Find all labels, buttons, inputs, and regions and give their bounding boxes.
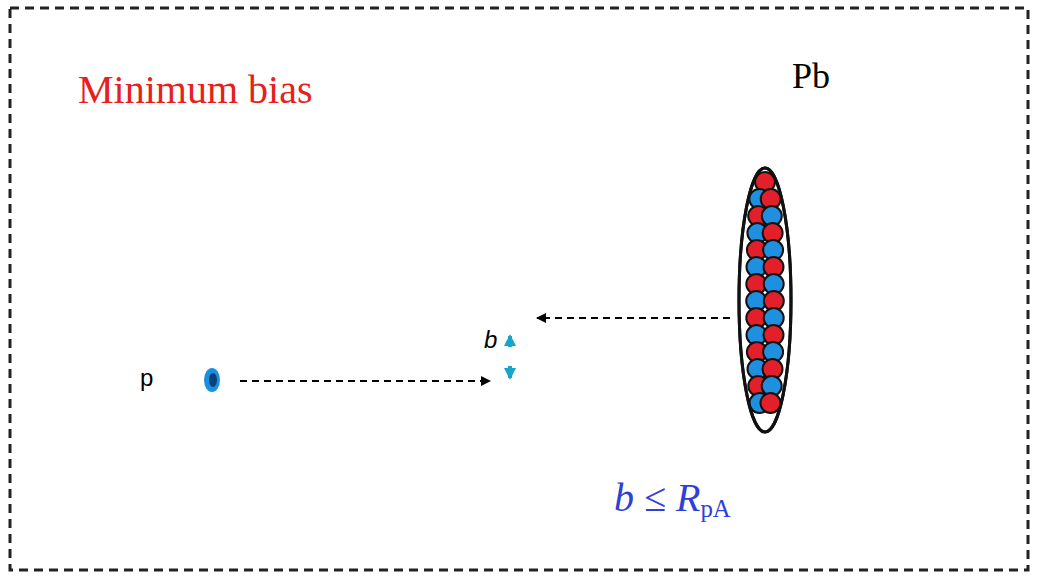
dashed-frame: [10, 8, 1028, 570]
impact-arrow-down: [508, 366, 512, 378]
nucleus-rim: [739, 168, 791, 432]
proton: [204, 368, 220, 392]
nucleus-label: Pb: [792, 58, 830, 94]
condition-label: b ≤ RpA: [614, 478, 731, 522]
proton-arrow: [240, 380, 490, 382]
proton-core: [209, 373, 217, 387]
proton-label: p: [140, 366, 153, 390]
impact-parameter-label: b: [484, 328, 497, 352]
nucleus-outline: [739, 168, 791, 432]
lead-nucleus: [739, 168, 791, 432]
nucleus-arrow: [537, 317, 730, 319]
nucleon: [761, 393, 781, 413]
impact-arrow-up: [508, 336, 512, 347]
title-label: Minimum bias: [78, 70, 312, 110]
